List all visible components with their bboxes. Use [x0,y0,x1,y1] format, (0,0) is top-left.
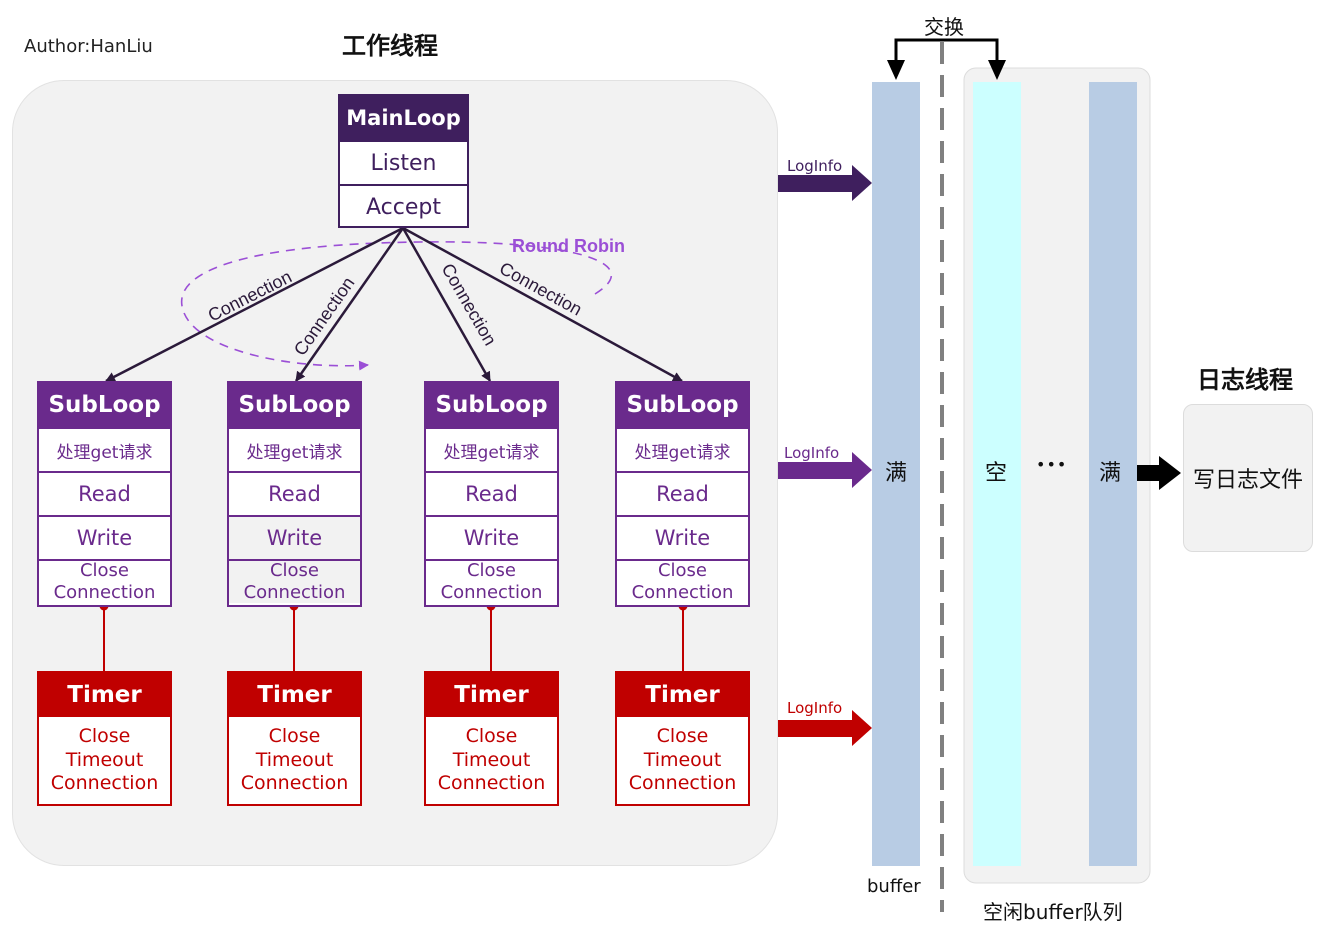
mainloop-box: MainLoop Listen Accept [338,94,469,228]
timer-box-3: Timer Close Timeout Connection [424,671,559,806]
subloop-write: Write [426,515,557,559]
loginfo-arrow-1 [778,165,872,201]
timer-line: Timeout [643,748,722,771]
timer-line: Close [465,724,518,747]
worker-thread-title: 工作线程 [342,32,438,60]
timer-body: Close Timeout Connection [229,717,360,804]
log-thread-title: 日志线程 [1197,366,1293,394]
timer-line: Connection [50,772,159,795]
close-text: Close [657,560,708,582]
close-text: Close [466,560,517,582]
timer-line: Close [78,724,131,747]
timer-title: Timer [426,673,557,717]
loginfo-arrow-3 [778,710,872,746]
subloop-title: SubLoop [617,383,748,427]
timer-title: Timer [229,673,360,717]
timer-body: Close Timeout Connection [39,717,170,804]
current-buffer-full-text: 满 [885,461,908,486]
timer-body: Close Timeout Connection [617,717,748,804]
free-buffer-queue-label: 空闲buffer队列 [983,900,1123,924]
mainloop-accept: Accept [340,184,467,228]
loginfo-label-1: LogInfo [787,157,843,175]
subloop-handle-get: 处理get请求 [39,427,170,471]
swap-arrow [887,38,1006,80]
round-robin-label: Round Robin [512,236,625,256]
loginfo-label-3: LogInfo [787,699,843,717]
connection-text: Connection [53,582,156,603]
timer-line: Timeout [255,748,334,771]
close-text: Close [79,560,130,582]
write-log-arrow [1137,456,1181,490]
mainloop-title: MainLoop [340,96,467,140]
subloop-close-connection: Close Connection [39,559,170,603]
subloop-read: Read [229,471,360,515]
connection-line-4 [402,226,683,383]
full-buffer-bar [1089,82,1137,866]
full-buffer-text: 满 [1099,461,1122,486]
round-robin-path [180,241,613,371]
timer-box-4: Timer Close Timeout Connection [615,671,750,806]
connection-line-3 [401,227,492,382]
subloop-box-1: SubLoop 处理get请求 Read Write Close Connect… [37,381,172,607]
subloop-box-4: SubLoop 处理get请求 Read Write Close Connect… [615,381,750,607]
subloop-handle-get: 处理get请求 [426,427,557,471]
write-log-file-text: 写日志文件 [1192,468,1303,493]
swap-label: 交换 [924,15,964,39]
author-label: Author:HanLiu [24,36,153,57]
subloop-read: Read [617,471,748,515]
current-buffer-bar [872,82,920,866]
timer-body: Close Timeout Connection [426,717,557,804]
connection-text: Connection [243,582,346,603]
connection-line-1 [105,226,404,383]
timer-title: Timer [617,673,748,717]
close-text: Close [269,560,320,582]
connection-text: Connection [440,582,543,603]
subloop-write: Write [617,515,748,559]
subloop-close-connection: Close Connection [229,559,360,603]
timer-title: Timer [39,673,170,717]
subloop-write: Write [39,515,170,559]
timer-line: Close [268,724,321,747]
timer-line: Connection [628,772,737,795]
empty-buffer-text: 空 [985,461,1008,486]
subloop-read: Read [426,471,557,515]
connection-line-2 [294,227,405,382]
buffer-label: buffer [867,876,921,897]
subloop-title: SubLoop [229,383,360,427]
loginfo-arrow-2 [778,452,872,488]
subloop-handle-get: 处理get请求 [229,427,360,471]
subloop-title: SubLoop [39,383,170,427]
timer-line: Connection [437,772,546,795]
write-log-file-box: 写日志文件 [1183,404,1313,552]
subloop-box-2: SubLoop 处理get请求 Read Write Close Connect… [227,381,362,607]
connection-text: Connection [631,582,734,603]
timer-box-2: Timer Close Timeout Connection [227,671,362,806]
timer-line: Close [656,724,709,747]
timer-line: Connection [240,772,349,795]
subloop-box-3: SubLoop 处理get请求 Read Write Close Connect… [424,381,559,607]
loginfo-label-2: LogInfo [784,444,840,462]
subloop-handle-get: 处理get请求 [617,427,748,471]
subloop-close-connection: Close Connection [617,559,748,603]
empty-buffer-bar [973,82,1021,866]
subloop-read: Read [39,471,170,515]
ellipsis-text: ••• [1036,455,1068,474]
timer-line: Timeout [65,748,144,771]
timer-line: Timeout [452,748,531,771]
mainloop-listen: Listen [340,140,467,184]
timer-box-1: Timer Close Timeout Connection [37,671,172,806]
subloop-write: Write [229,515,360,559]
subloop-close-connection: Close Connection [426,559,557,603]
subloop-title: SubLoop [426,383,557,427]
